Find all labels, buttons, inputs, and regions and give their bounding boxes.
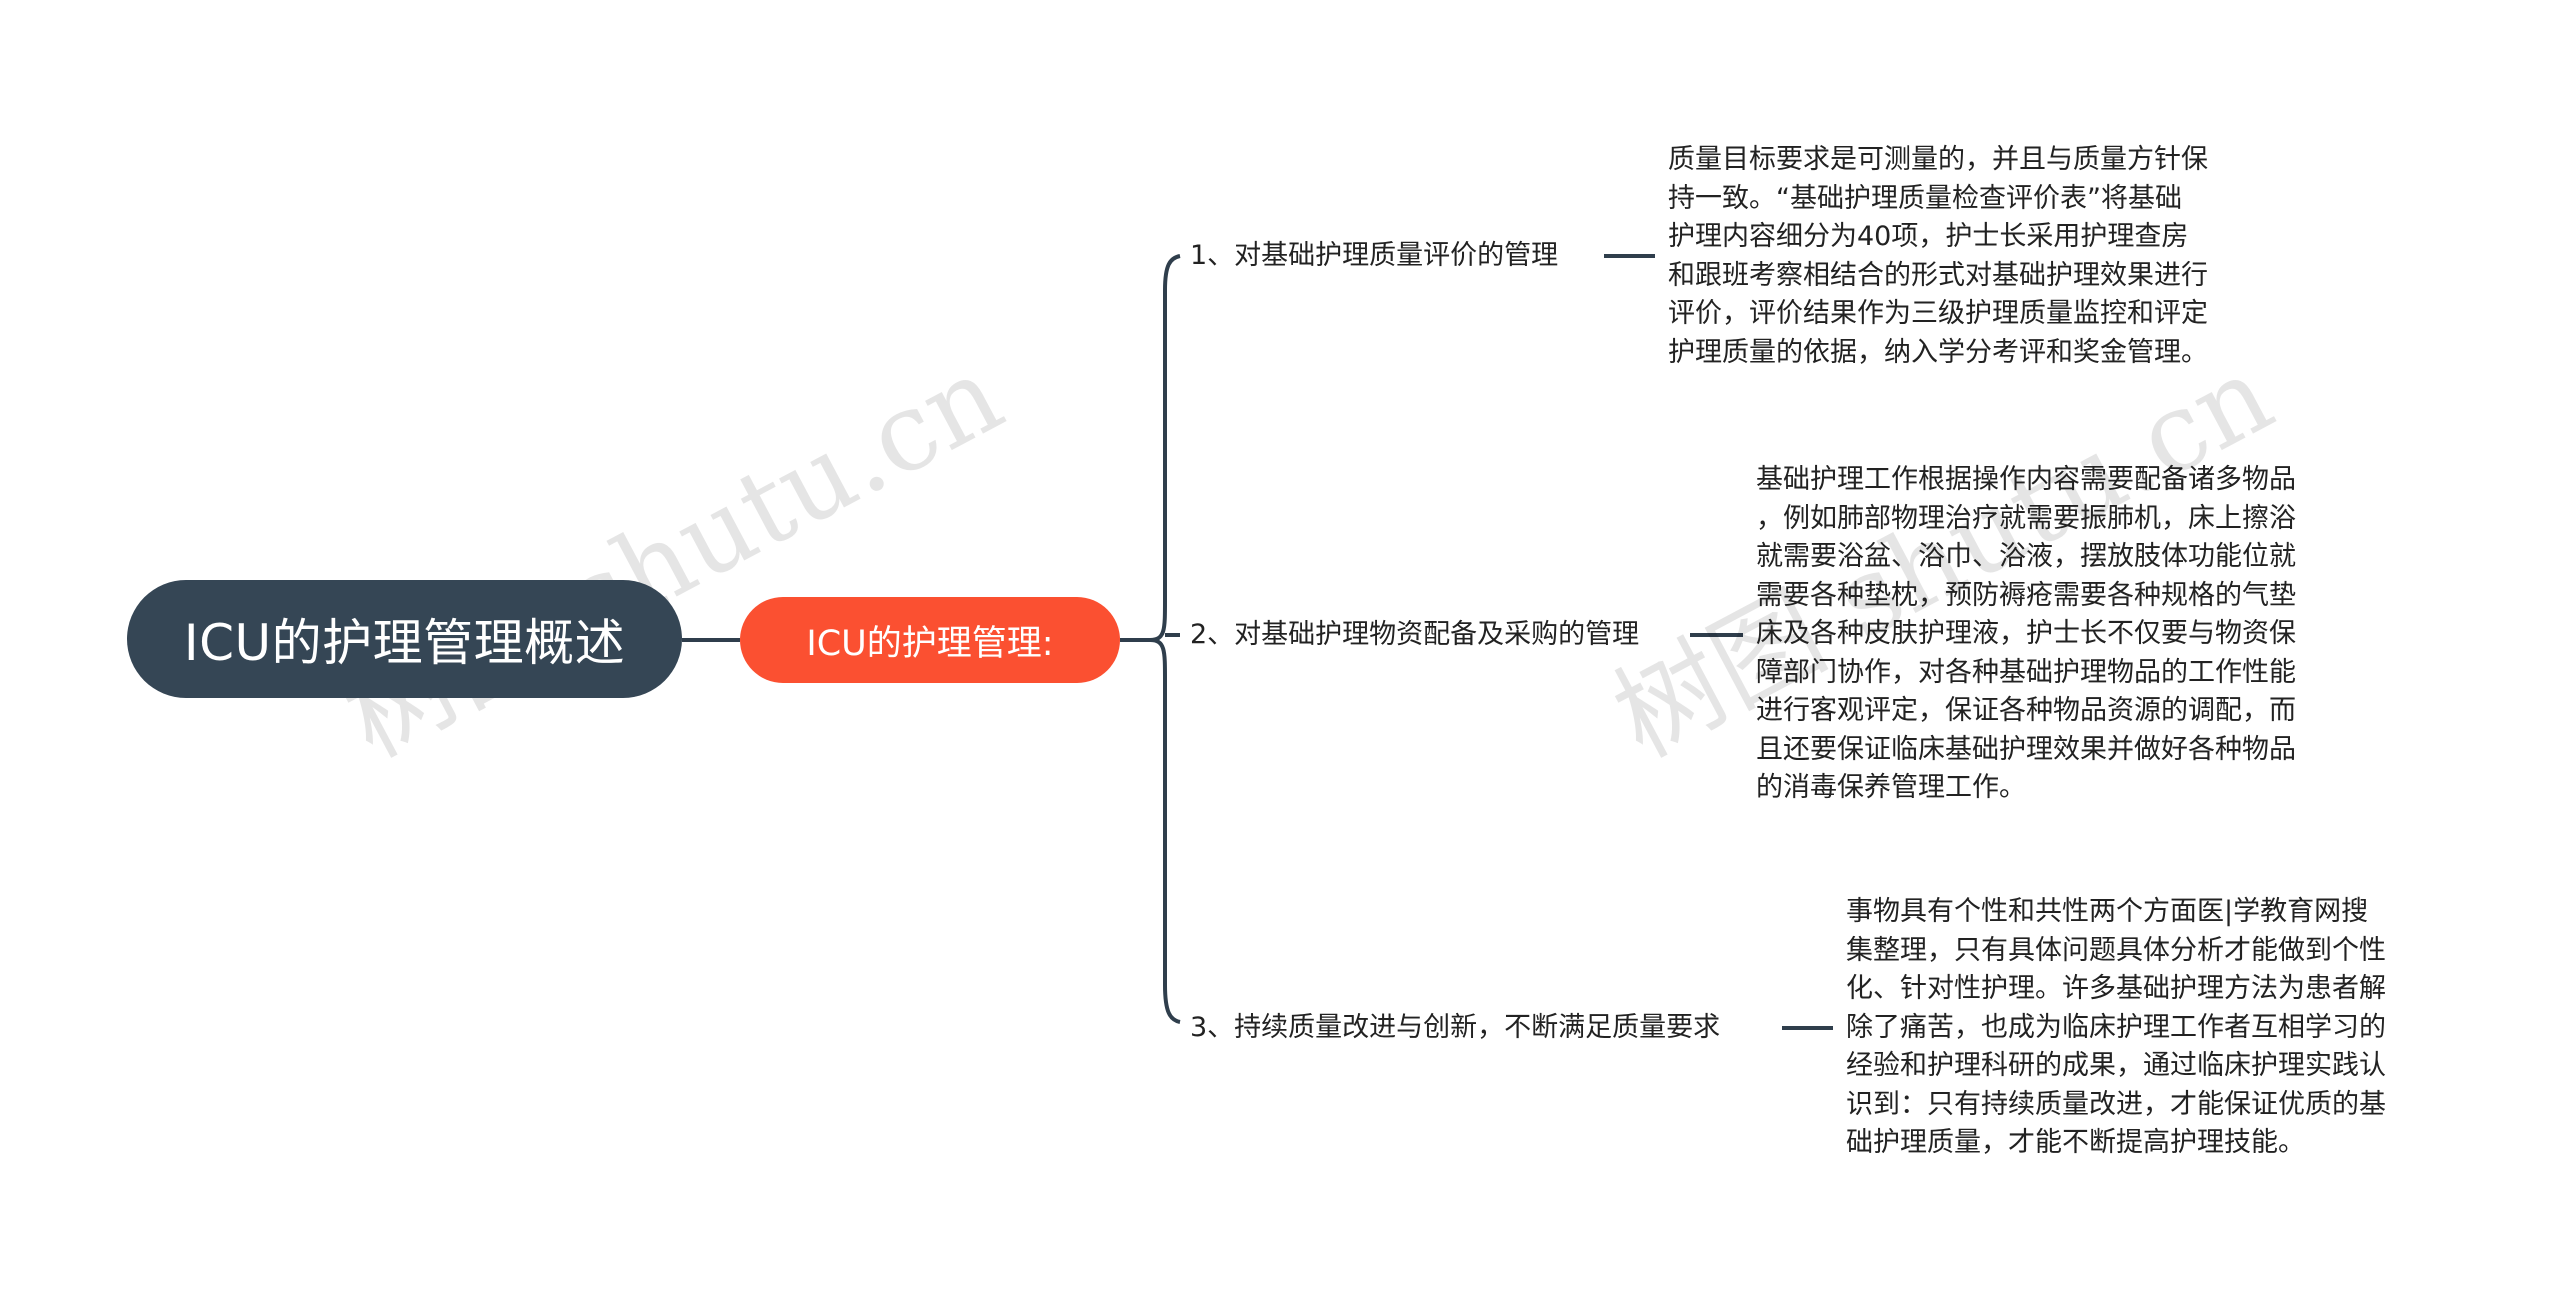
detail-line: 床及各种皮肤护理液，护士长不仅要与物资保	[1756, 618, 2296, 649]
root-node[interactable]: ICU的护理管理概述	[127, 580, 682, 698]
detail-line: 障部门协作，对各种基础护理物品的工作性能	[1756, 656, 2296, 688]
trunk-lower-curve	[1149, 638, 1181, 1024]
detail-line: 就需要浴盆、浴巾、浴液，摆放肢体功能位就	[1756, 541, 2296, 572]
detail-line: 和跟班考察相结合的形式对基础护理效果进行	[1668, 259, 2208, 291]
detail-line: 需要各种垫枕，预防褥疮需要各种规格的气垫	[1756, 579, 2296, 611]
detail-line: 的消毒保养管理工作。	[1756, 772, 2026, 803]
detail-line: 除了痛苦，也成为临床护理工作者互相学习的	[1846, 1011, 2386, 1043]
root-title: ICU的护理管理概述	[183, 614, 626, 672]
detail-line: 识到：只有持续质量改进，才能保证优质的基	[1846, 1088, 2386, 1120]
detail-line: 进行客观评定，保证各种物品资源的调配，而	[1756, 695, 2296, 726]
topic-node[interactable]: ICU的护理管理:	[740, 597, 1120, 683]
detail-text-3: 事物具有个性和共性两个方面医|学教育网搜 集整理，只有具体问题具体分析才能做到个…	[1846, 893, 2386, 1163]
detail-line: 且还要保证临床基础护理效果并做好各种物品	[1756, 733, 2296, 765]
detail-line: 持一致。“基础护理质量检查评价表”将基础	[1668, 182, 2182, 214]
detail-line: 事物具有个性和共性两个方面医|学教育网搜	[1846, 896, 2369, 927]
detail-line: 集整理，只有具体问题具体分析才能做到个性	[1846, 934, 2386, 966]
detail-line: ，例如肺部物理治疗就需要振肺机，床上擦浴	[1756, 502, 2296, 534]
detail-line: 评价，评价结果作为三级护理质量监控和评定	[1668, 298, 2208, 329]
branch-label-3[interactable]: 3、持续质量改进与创新，不断满足质量要求	[1190, 1012, 1721, 1043]
trunk-upper-curve	[1149, 254, 1181, 642]
topic-title: ICU的护理管理:	[806, 623, 1054, 664]
branch-label-2[interactable]: 2、对基础护理物资配备及采购的管理	[1190, 619, 1640, 650]
detail-line: 经验和护理科研的成果，通过临床护理实践认	[1846, 1050, 2386, 1081]
detail-line: 质量目标要求是可测量的，并且与质量方针保	[1668, 144, 2208, 175]
detail-line: 基础护理工作根据操作内容需要配备诸多物品	[1756, 464, 2296, 495]
detail-text-2: 基础护理工作根据操作内容需要配备诸多物品 ，例如肺部物理治疗就需要振肺机，床上擦…	[1756, 461, 2296, 808]
detail-line: 化、针对性护理。许多基础护理方法为患者解	[1846, 973, 2386, 1004]
branch-label-1[interactable]: 1、对基础护理质量评价的管理	[1190, 240, 1559, 271]
detail-text-1: 质量目标要求是可测量的，并且与质量方针保 持一致。“基础护理质量检查评价表”将基…	[1668, 141, 2208, 372]
detail-line: 础护理质量，才能不断提高护理技能。	[1846, 1127, 2305, 1158]
detail-line: 护理内容细分为40项，护士长采用护理查房	[1668, 221, 2189, 252]
detail-line: 护理质量的依据，纳入学分考评和奖金管理。	[1668, 336, 2208, 368]
